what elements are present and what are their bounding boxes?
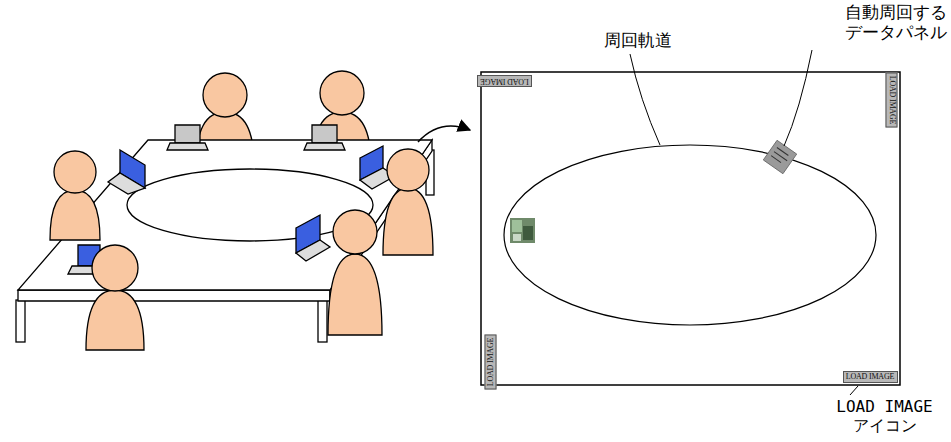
laptop: [108, 150, 145, 194]
screen-frame: [481, 72, 900, 385]
person: [86, 245, 144, 350]
laptop: [296, 215, 330, 261]
leader-line: [850, 386, 858, 395]
load-image-icon: LOAD IMAGE: [885, 73, 897, 128]
icon-label: LOAD IMAGE: [478, 76, 530, 86]
callout-label: LOAD IMAGE アイコン: [822, 397, 947, 435]
photo-panel: [510, 218, 535, 243]
zoom-arrow: [418, 126, 470, 142]
icon-label: LOAD IMAGE: [485, 336, 495, 388]
table: [16, 140, 434, 342]
person: [383, 149, 433, 255]
callout-label: 周回軌道: [604, 30, 694, 50]
person: [50, 151, 100, 240]
meeting-scene: [16, 71, 434, 350]
icon-label: LOAD IMAGE: [886, 74, 896, 126]
laptop: [304, 125, 345, 150]
icon-label: LOAD IMAGE: [844, 372, 896, 382]
orbit-ellipse: [504, 145, 876, 325]
laptop: [167, 125, 208, 150]
callout-label: 自動周回する データパネル: [807, 2, 947, 43]
load-image-icon: LOAD IMAGE: [477, 75, 532, 87]
data-panel: [763, 140, 796, 173]
person: [328, 210, 382, 335]
load-image-icon: LOAD IMAGE: [843, 371, 898, 383]
leader-line: [630, 54, 660, 145]
load-image-icon: LOAD IMAGE: [484, 335, 496, 390]
leader-line: [784, 50, 812, 146]
